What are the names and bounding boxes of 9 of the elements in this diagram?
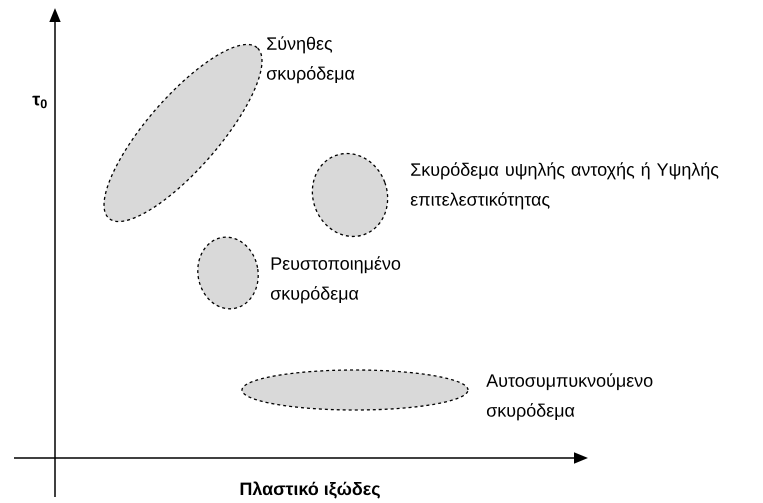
- region-ellipse: [241, 369, 469, 411]
- region-label: Σκυρόδεμα υψηλής αντοχής ή Υψηλής επιτελεστικότητας: [410, 162, 718, 210]
- region-label: Αυτοσυμπυκνούμενο σκυρόδεμα: [486, 373, 652, 420]
- region-label: Ρευστοποιημένο σκυρόδεμα: [270, 256, 400, 304]
- region-ellipse: [197, 236, 259, 310]
- x-axis-label: Πλαστικό ιξώδες: [240, 482, 380, 498]
- y-axis-label: τ$_{0}$: [32, 96, 47, 108]
- region-label: Σύνηθες σκυρόδεμα: [266, 36, 354, 84]
- region-ellipse: [312, 152, 388, 238]
